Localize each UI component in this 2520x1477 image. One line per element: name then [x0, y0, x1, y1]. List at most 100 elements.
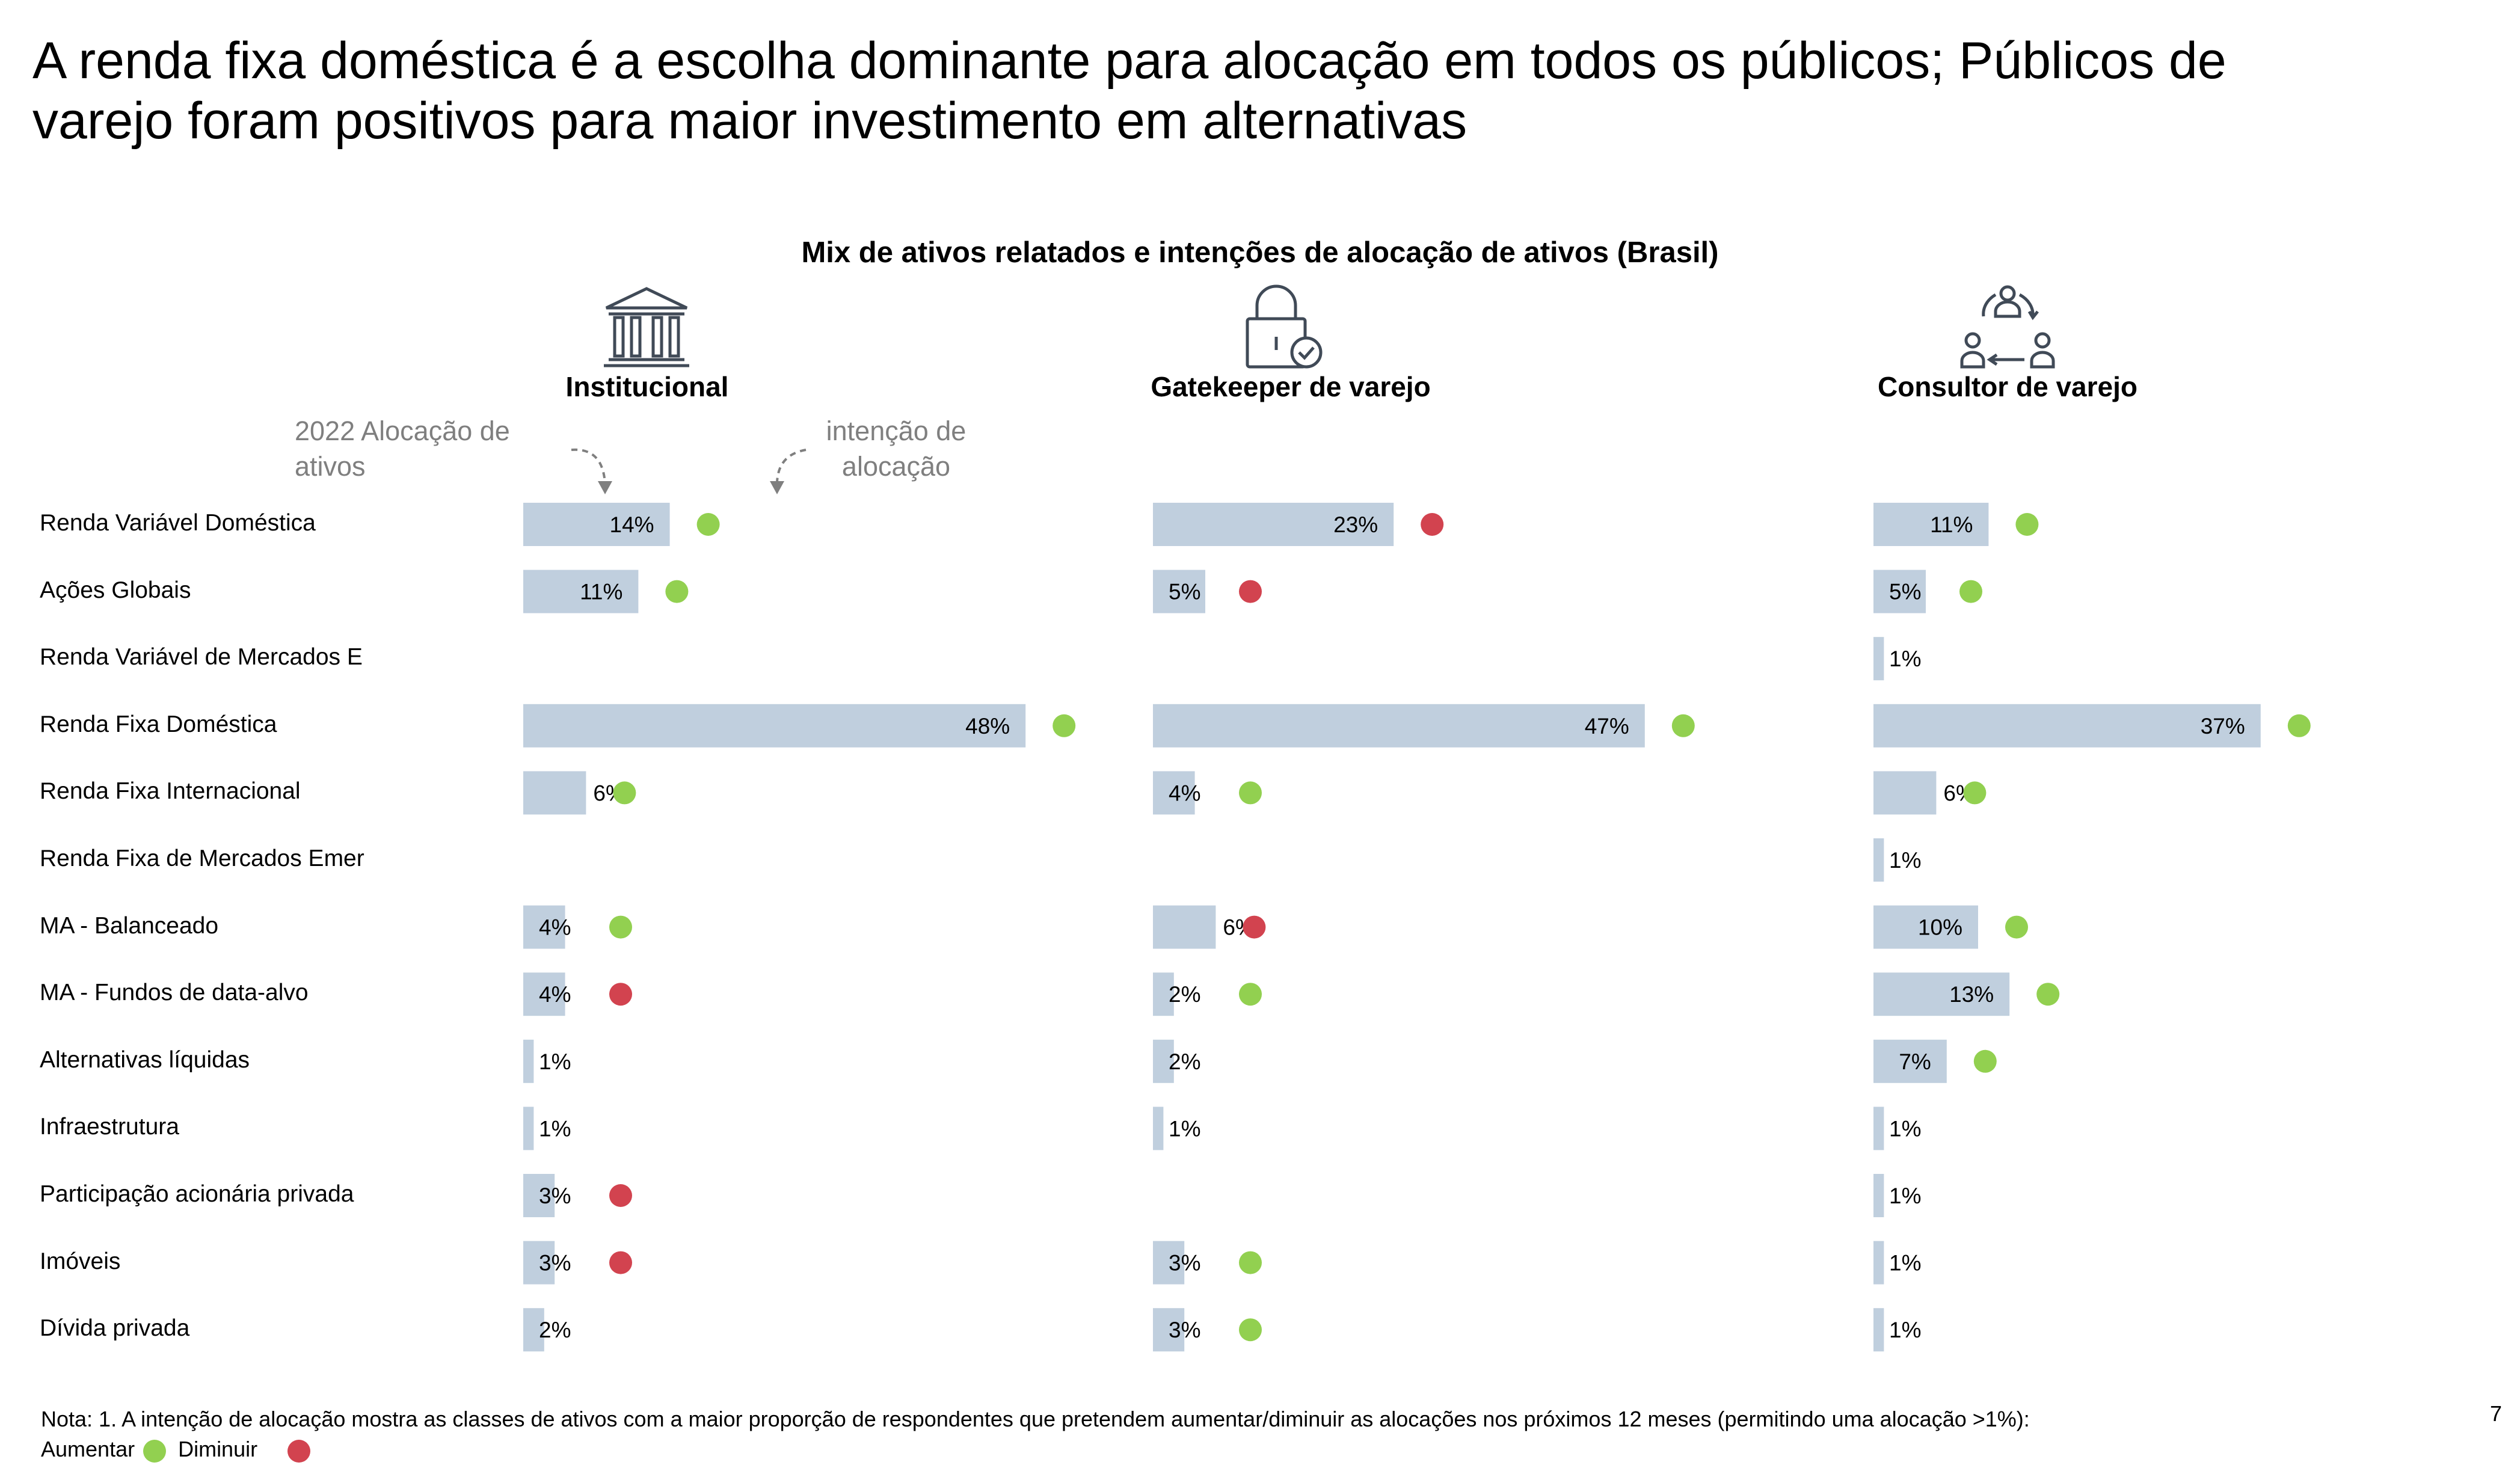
bar — [1873, 1039, 1947, 1083]
data-label: 2% — [1169, 1049, 1200, 1074]
data-label: 48% — [965, 714, 1010, 738]
data-label: 1% — [1889, 848, 1921, 873]
intention-increase-dot — [1239, 1251, 1262, 1274]
intention-decrease-dot — [609, 1184, 632, 1207]
bar — [1873, 1174, 1884, 1217]
row-label: MA - Fundos de data-alvo — [40, 980, 309, 1006]
panel-heading-institucional: Institucional — [565, 371, 729, 402]
data-label: 1% — [1889, 1251, 1921, 1276]
data-label: 1% — [1889, 1318, 1921, 1342]
footnote-text: Nota: 1. A intenção de alocação mostra a… — [41, 1407, 2030, 1462]
intention-increase-dot — [2036, 983, 2060, 1006]
bar — [1873, 637, 1884, 681]
legend-decrease-dot — [287, 1439, 311, 1463]
padlock-check-icon — [1246, 284, 1323, 369]
data-label: 2% — [539, 1318, 571, 1342]
bar — [1153, 1241, 1185, 1285]
bar — [1873, 838, 1884, 882]
intention-increase-dot — [1959, 580, 1982, 603]
data-label: 11% — [1930, 512, 1973, 537]
bar — [1153, 1039, 1174, 1083]
bar — [1873, 1308, 1884, 1352]
intention-decrease-dot — [1421, 513, 1444, 536]
page-number: 7 — [2490, 1401, 2503, 1426]
data-label: 23% — [1333, 512, 1378, 537]
data-label: 1% — [1889, 646, 1921, 671]
row-label: Infraestrutura — [40, 1114, 179, 1140]
data-label: 1% — [539, 1049, 571, 1074]
annotation-arrow-intention — [770, 449, 807, 494]
data-label: 5% — [1889, 580, 1921, 604]
row-label: Renda Fixa de Mercados Emer — [40, 846, 364, 871]
bar — [523, 503, 670, 546]
intention-increase-dot — [613, 781, 636, 805]
bar — [523, 1107, 534, 1150]
row-label: Ações Globais — [40, 577, 191, 603]
panel-heading-gatekeeper: Gatekeeper de varejo — [1151, 371, 1431, 402]
bar — [1873, 570, 1926, 613]
bar — [1153, 771, 1195, 815]
data-label: 4% — [1169, 781, 1200, 805]
data-label: 5% — [1169, 580, 1200, 604]
bar — [523, 1308, 544, 1352]
bar — [523, 704, 1026, 748]
legend-decrease-label: Diminuir — [178, 1437, 258, 1462]
row-label: MA - Balanceado — [40, 912, 219, 939]
data-label: 11% — [580, 580, 622, 604]
intention-increase-dot — [1239, 983, 1262, 1006]
data-label: 14% — [610, 512, 654, 537]
bar — [1153, 503, 1394, 546]
bar — [1873, 972, 2010, 1016]
data-label: 1% — [1169, 1116, 1200, 1141]
row-label: Renda Variável Doméstica — [40, 510, 316, 536]
bar — [1873, 503, 1989, 546]
bar — [523, 1241, 555, 1285]
data-label: 1% — [1889, 1184, 1921, 1208]
intention-increase-dot — [1671, 714, 1695, 737]
intention-decrease-dot — [1243, 915, 1266, 939]
data-label: 3% — [539, 1184, 571, 1208]
intention-decrease-dot — [609, 983, 632, 1006]
intention-increase-dot — [1239, 1318, 1262, 1342]
intention-increase-dot — [1973, 1049, 1997, 1073]
row-label: Imóveis — [40, 1248, 121, 1274]
row-label: Renda Fixa Internacional — [40, 778, 301, 805]
data-label: 4% — [539, 915, 571, 940]
bar — [523, 972, 565, 1016]
people-cycle-icon — [1960, 285, 2055, 369]
intention-increase-dot — [1053, 714, 1076, 737]
data-label: 7% — [1899, 1049, 1931, 1074]
intention-increase-dot — [665, 580, 689, 603]
intention-increase-dot — [1963, 781, 1987, 805]
data-label: 10% — [1918, 915, 1962, 940]
row-label: Alternativas líquidas — [40, 1046, 250, 1073]
bar — [1153, 570, 1205, 613]
data-label: 4% — [539, 982, 571, 1007]
panel-heading-consultor: Consultor de varejo — [1878, 371, 2137, 402]
row-label: Renda Variável de Mercados E — [40, 644, 363, 671]
bar — [1873, 771, 1937, 815]
bar — [523, 905, 565, 949]
footnote: Nota: 1. A intenção de alocação mostra a… — [41, 1404, 2086, 1465]
data-label: 1% — [1889, 1116, 1921, 1141]
data-label: 3% — [539, 1251, 571, 1276]
intention-increase-dot — [2015, 513, 2039, 536]
bar — [523, 1039, 534, 1083]
bar — [1873, 1241, 1884, 1285]
bar — [1153, 1308, 1185, 1352]
row-label: Dívida privada — [40, 1315, 190, 1342]
bar — [1153, 972, 1174, 1016]
data-label: 1% — [539, 1116, 571, 1141]
bank-building-icon — [604, 287, 689, 367]
annotation-allocation-intention: intenção de alocação — [826, 416, 967, 482]
intention-increase-dot — [609, 915, 632, 939]
bar — [523, 1174, 555, 1217]
data-label: 3% — [1169, 1251, 1200, 1276]
bar — [1873, 704, 2261, 748]
bar — [1153, 1107, 1164, 1150]
bar — [1153, 905, 1216, 949]
row-label: Renda Fixa Doméstica — [40, 711, 277, 737]
data-label: 13% — [1949, 982, 1994, 1007]
data-label: 47% — [1585, 714, 1629, 738]
